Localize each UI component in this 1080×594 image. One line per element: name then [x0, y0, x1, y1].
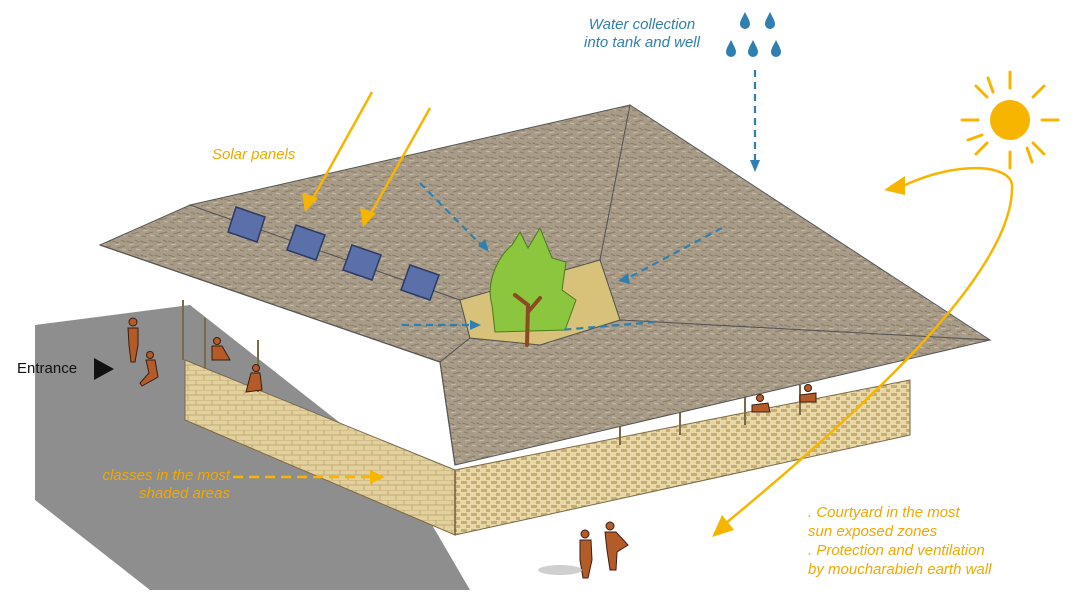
courtyard-line-1: . Courtyard in the most [808, 504, 960, 521]
roof-right [599, 104, 992, 341]
water-collection-line-1: Water collection [588, 16, 696, 33]
sunlight-arrows [302, 91, 432, 227]
people-figures [127, 317, 817, 579]
entrance-marker-icon [94, 358, 114, 380]
classes-label: classes in the most shaded areas [82, 467, 230, 503]
solar-panels [227, 206, 440, 301]
courtyard-line-2: sun exposed zones [808, 523, 938, 540]
rainwater-flow-arrows [402, 70, 757, 332]
courtyard-line-4: by moucharabieh earth wall [808, 561, 992, 578]
entrance-label: Entrance [17, 360, 77, 377]
water-collection-line-2: into tank and well [584, 34, 700, 51]
solar-panels-text: Solar panels [212, 146, 296, 163]
rainwater-arrowheads [470, 160, 760, 330]
courtyard-label: . Courtyard in the most sun exposed zone… [808, 503, 991, 579]
courtyard-line-3: . Protection and ventilation [808, 542, 985, 559]
water-collection-label: Water collection into tank and well [572, 16, 712, 52]
sun-icon [960, 70, 1060, 170]
entrance-text: Entrance [17, 360, 78, 377]
rain-drops-icon [726, 12, 781, 57]
sun-path-arrow [712, 166, 1014, 537]
classes-line-1: classes in the most [102, 467, 230, 484]
classes-line-2: shaded areas [139, 485, 230, 502]
tree-icon [489, 226, 577, 347]
solar-panels-label: Solar panels [212, 146, 295, 164]
people-shadow [538, 565, 582, 575]
classes-arrow [233, 470, 385, 484]
